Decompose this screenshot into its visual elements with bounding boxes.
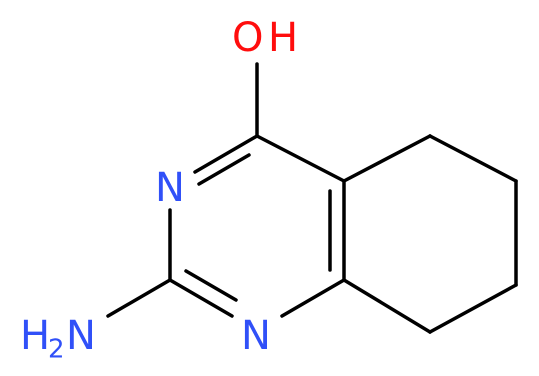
bond-c2-nh2 [106, 278, 172, 318]
atom-amino-n: N [66, 313, 96, 359]
bond-c2-n1 [168, 278, 234, 318]
atom-hydroxyl-h: H [268, 15, 298, 61]
atom-ring-n3: N [155, 165, 185, 211]
atom-amino-subscript: 2 [48, 335, 65, 365]
atom-amino-h: H [20, 313, 50, 359]
bond-n1-c8a [280, 278, 346, 318]
bond-c2-n1-second [184, 269, 238, 302]
bond-c4a-c4 [255, 134, 346, 183]
bond-c4-n3-second [197, 153, 251, 186]
bond-c4a-c5 [342, 134, 432, 183]
bond-c4-n3 [193, 134, 259, 174]
atom-ring-n1: N [241, 313, 271, 359]
bond-c5-c6 [428, 134, 518, 183]
atom-hydroxyl-o: O [232, 15, 263, 61]
bond-c8-c8a [342, 278, 432, 334]
atom-label-group: O H N N H 2 N [20, 15, 298, 365]
bond-group [106, 62, 518, 334]
bond-c7-c8 [428, 283, 518, 334]
